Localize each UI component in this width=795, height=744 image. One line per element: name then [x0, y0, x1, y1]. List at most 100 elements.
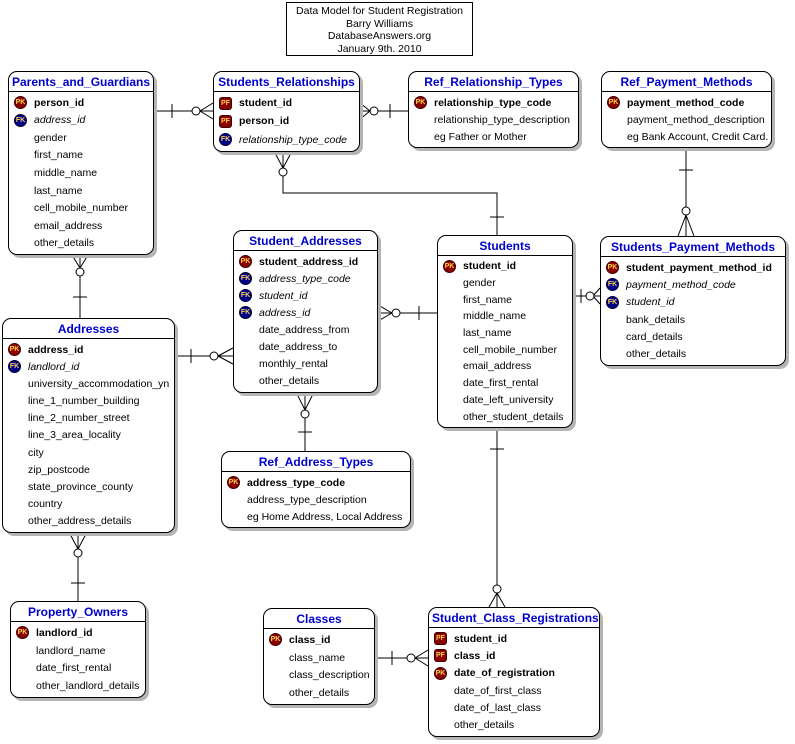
fk-key-icon: FK [239, 289, 252, 303]
key-badge-slot [269, 669, 283, 682]
attribute-name: date_of_last_class [454, 701, 541, 714]
attribute-row: PK date_of_registration [434, 665, 597, 682]
pk-key-icon: PK [607, 96, 620, 109]
attribute-row: FK student_id [606, 294, 783, 311]
attribute-row: middle_name [443, 308, 570, 325]
attribute-name: landlord_name [36, 644, 106, 657]
attribute-row: other_student_details [443, 408, 570, 425]
attribute-name: student_id [626, 296, 675, 309]
key-badge-slot [269, 651, 283, 664]
key-badge-slot: PK [8, 343, 22, 357]
crowfoot-many-marker [685, 214, 695, 237]
relationship-Ref_Address_Types-Student_Addresses [296, 393, 314, 451]
key-badge-slot: PF [219, 114, 233, 128]
key-badge-slot: PF [434, 649, 448, 663]
attribute-name: other_details [626, 348, 687, 361]
pk-key-icon: PK [8, 343, 21, 357]
attribute-row: class_name [269, 649, 372, 667]
key-badge-slot [16, 680, 30, 693]
cardinality-optional-circle [191, 106, 201, 116]
attribute-row: cell_mobile_number [14, 199, 151, 217]
key-badge-slot: FK [239, 306, 253, 320]
key-badge-slot: FK [219, 133, 233, 147]
attribute-name: other_landlord_details [36, 680, 140, 693]
attribute-row: eg Bank Account, Credit Card. [607, 128, 769, 145]
attribute-name: cell_mobile_number [463, 343, 557, 356]
entity-title: Classes [264, 609, 374, 629]
key-badge-slot [14, 219, 28, 232]
key-badge-slot: PK [414, 96, 428, 109]
attribute-name: relationship_type_code [434, 96, 552, 109]
crowfoot-many-marker [488, 592, 498, 608]
key-badge-slot [443, 277, 457, 290]
relationship-Addresses-Student_Addresses [175, 347, 234, 365]
key-badge-slot [14, 237, 28, 250]
attribute-row: relationship_type_description [414, 111, 576, 128]
cardinality-optional-circle [681, 206, 691, 216]
attribute-name: date_address_from [259, 324, 350, 337]
key-badge-slot [239, 358, 253, 371]
key-badge-slot: FK [239, 272, 253, 286]
relationship-Property_Owners-Addresses [69, 533, 87, 601]
entity-title: Ref_Address_Types [222, 452, 410, 472]
key-badge-slot [8, 515, 22, 528]
attribute-row: date_of_last_class [434, 699, 597, 716]
attribute-row: last_name [14, 182, 151, 200]
fk-key-icon: FK [606, 295, 619, 309]
attribute-name: email_address [34, 219, 103, 232]
attribute-name: middle_name [34, 166, 98, 179]
attribute-row: payment_method_description [607, 111, 769, 128]
attribute-name: class_id [289, 633, 331, 646]
relationship-Ref_Payment_Methods-Students_Payment_Methods [677, 148, 695, 237]
attribute-name: date_address_to [259, 341, 338, 354]
attribute-name: eg Home Address, Local Address [247, 510, 403, 523]
fk-key-icon: FK [239, 306, 252, 320]
attribute-row: email_address [443, 358, 570, 375]
attribute-row: class_description [269, 667, 372, 685]
crowfoot-many-marker [414, 657, 429, 667]
diagram-author: Barry Williams [345, 17, 414, 30]
diagram-title-box: Data Model for Student Registration Barr… [286, 2, 473, 56]
key-badge-slot: PK [607, 96, 621, 109]
attribute-row: monthly_rental [239, 356, 375, 373]
key-badge-slot [14, 166, 28, 179]
attribute-name: gender [463, 277, 496, 290]
crowfoot-many-marker [296, 393, 306, 411]
relationship-Ref_Relationship_Types-Students_Relationships [359, 102, 408, 120]
attribute-row: eg Father or Mother [414, 128, 576, 145]
crowfoot-many-marker [79, 254, 89, 269]
attribute-name: address_type_description [247, 493, 367, 506]
crowfoot-many-marker [69, 533, 79, 550]
attribute-row: other_address_details [8, 513, 172, 530]
key-badge-slot [607, 130, 621, 143]
key-badge-slot: FK [8, 360, 22, 374]
pk-key-icon: PK [239, 255, 252, 269]
attribute-name: landlord_id [36, 626, 93, 639]
attribute-name: date_of_registration [454, 667, 555, 680]
key-badge-slot: PK [434, 666, 448, 680]
attribute-row: middle_name [14, 164, 151, 182]
attribute-name: bank_details [626, 313, 685, 326]
relationship-Students-Student_Addresses [377, 304, 437, 322]
attribute-row: date_address_from [239, 322, 375, 339]
crowfoot-many-marker [71, 254, 81, 269]
crowfoot-many-marker [414, 649, 429, 659]
attribute-name: date_of_first_class [454, 684, 542, 697]
pk-key-icon: PK [434, 666, 447, 680]
attribute-name: middle_name [463, 310, 527, 323]
attribute-row: state_province_county [8, 478, 172, 495]
attribute-name: other_details [259, 375, 320, 388]
key-badge-slot: PK [606, 261, 620, 275]
attribute-row: other_details [239, 373, 375, 390]
cardinality-optional-circle [369, 106, 379, 116]
key-badge-slot [443, 343, 457, 356]
